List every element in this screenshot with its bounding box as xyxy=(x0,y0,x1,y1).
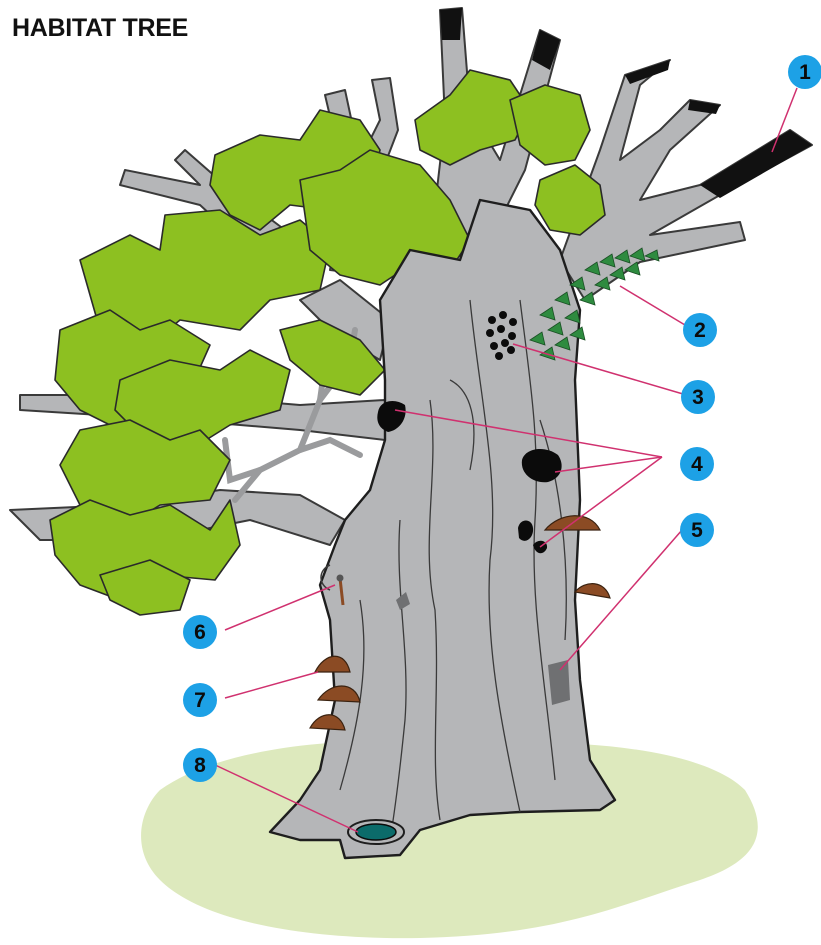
badge-8: 8 xyxy=(183,748,217,782)
badge-7: 7 xyxy=(183,683,217,717)
badge-number: 6 xyxy=(194,621,206,644)
badge-number: 4 xyxy=(691,453,703,476)
badge-number: 2 xyxy=(694,319,706,342)
badge-number: 8 xyxy=(194,754,206,777)
badge-4: 4 xyxy=(680,447,714,481)
badge-number: 5 xyxy=(691,519,703,542)
badge-3: 3 xyxy=(681,380,715,414)
badge-2: 2 xyxy=(683,313,717,347)
badge-number: 1 xyxy=(799,61,811,84)
badge-1: 1 xyxy=(788,55,821,89)
badge-6: 6 xyxy=(183,615,217,649)
badge-5: 5 xyxy=(680,513,714,547)
badge-number: 3 xyxy=(692,386,704,409)
badge-number: 7 xyxy=(194,689,206,712)
